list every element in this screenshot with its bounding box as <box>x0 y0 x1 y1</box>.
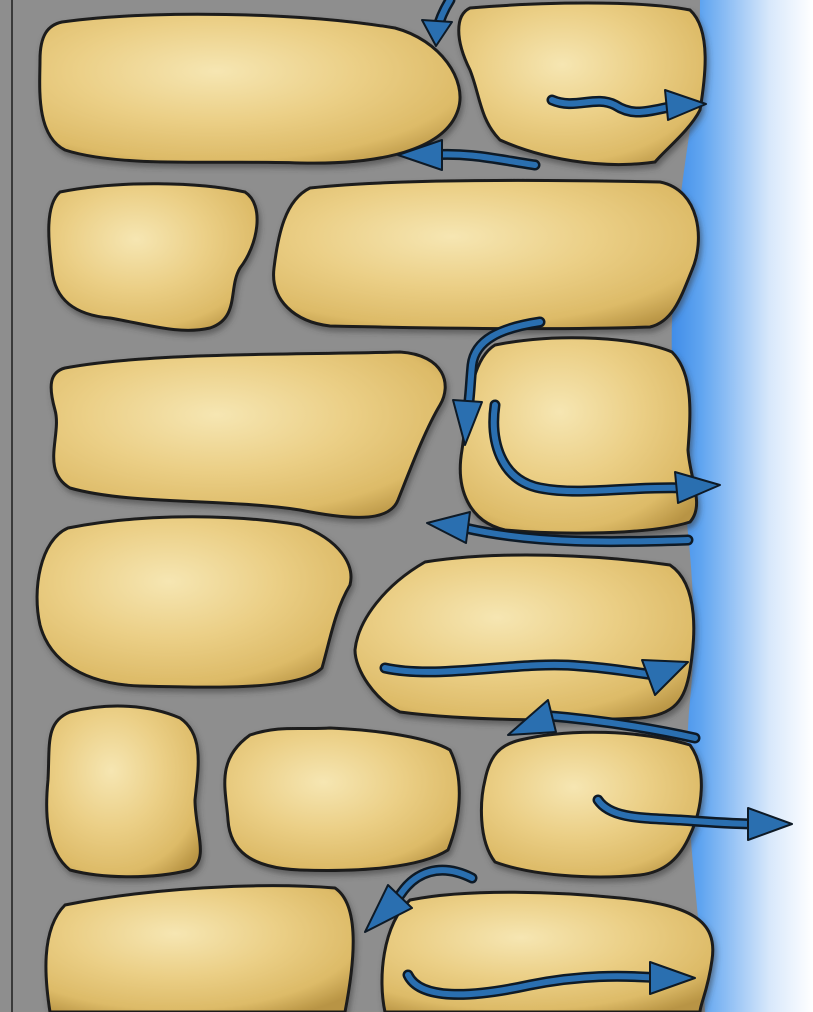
stone-texture-overlay <box>30 0 720 1012</box>
